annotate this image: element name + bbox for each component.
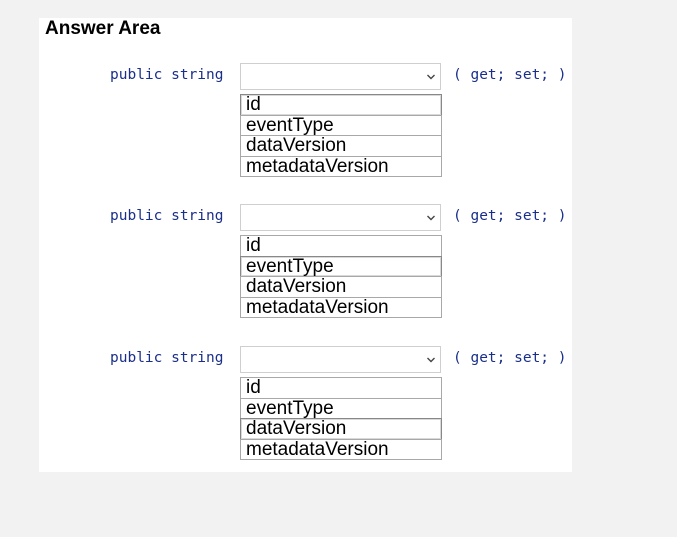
- chevron-down-icon: [427, 357, 435, 363]
- property-dropdown-3[interactable]: [240, 346, 441, 373]
- dropdown-options-1: id eventType dataVersion metadataVersion: [240, 94, 442, 177]
- answer-area-panel: Answer Area public string ( get; set; ) …: [39, 18, 572, 472]
- option-metadataversion[interactable]: metadataVersion: [240, 438, 442, 460]
- chevron-down-icon: [427, 215, 435, 221]
- option-eventtype[interactable]: eventType: [240, 114, 442, 136]
- code-suffix: ( get; set; ): [453, 208, 567, 224]
- code-suffix: ( get; set; ): [453, 67, 567, 83]
- option-dataversion[interactable]: dataVersion: [240, 418, 442, 440]
- property-dropdown-1[interactable]: [240, 63, 441, 90]
- option-eventtype[interactable]: eventType: [240, 397, 442, 419]
- code-prefix: public string: [110, 350, 224, 366]
- chevron-down-icon: [427, 74, 435, 80]
- option-eventtype[interactable]: eventType: [240, 255, 442, 277]
- code-suffix: ( get; set; ): [453, 350, 567, 366]
- option-dataversion[interactable]: dataVersion: [240, 276, 442, 298]
- code-prefix: public string: [110, 67, 224, 83]
- dropdown-options-2: id eventType dataVersion metadataVersion: [240, 235, 442, 318]
- option-id[interactable]: id: [240, 235, 442, 257]
- dropdown-options-3: id eventType dataVersion metadataVersion: [240, 377, 442, 460]
- answer-area-title: Answer Area: [45, 18, 161, 39]
- option-id[interactable]: id: [240, 377, 442, 399]
- property-dropdown-2[interactable]: [240, 204, 441, 231]
- code-prefix: public string: [110, 208, 224, 224]
- option-metadataversion[interactable]: metadataVersion: [240, 155, 442, 177]
- option-metadataversion[interactable]: metadataVersion: [240, 296, 442, 318]
- option-dataversion[interactable]: dataVersion: [240, 135, 442, 157]
- option-id[interactable]: id: [240, 94, 442, 116]
